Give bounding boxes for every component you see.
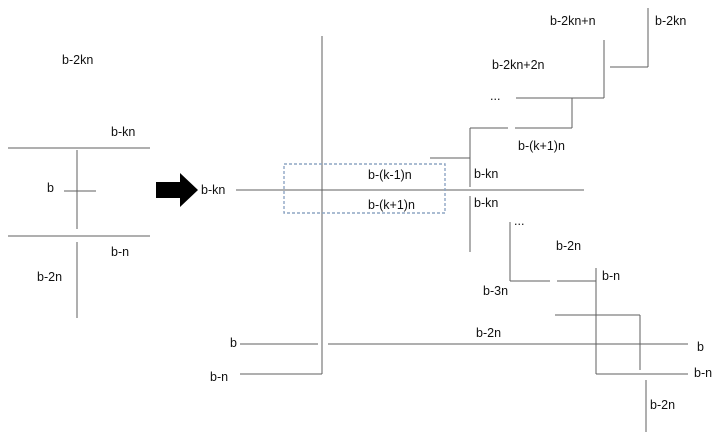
bottom-2n-right-label: b-2n [650, 398, 675, 412]
stair-n-mid-label: b-n [602, 269, 620, 283]
left-n-label: b-n [111, 245, 129, 259]
upper-staircase: b-2kn+n b-2kn b-2kn+2n ... b-(k+1)n b-kn [430, 8, 686, 187]
highlight-dashed-box [283, 163, 446, 214]
mid-kn-lower-label: b-kn [474, 196, 498, 210]
mid-kn-upper-label: b-kn [474, 167, 498, 181]
left-2n-label: b-2n [37, 270, 62, 284]
bottom-structure: b b-n b-2n b b-n b-2n [210, 326, 712, 432]
arrow-kn-label: b-kn [201, 183, 225, 197]
stair-2kn-2n-label: b-2kn+2n [492, 58, 545, 72]
left-b-label: b [47, 181, 54, 195]
stair-3n-label: b-3n [483, 284, 508, 298]
bottom-n-right-label: b-n [694, 366, 712, 380]
stair-dots-mid-label: ... [514, 214, 524, 228]
left-kn-label: b-kn [111, 125, 135, 139]
stair-2kn-label: b-2kn [655, 14, 686, 28]
stair-2n-mid-label: b-2n [556, 239, 581, 253]
bottom-2n-center-label: b-2n [476, 326, 501, 340]
right-arrow-icon [156, 173, 198, 207]
left-top-label: b-2kn [62, 53, 93, 67]
center-structure: b-kn b-(k-1)n b-(k+1)n [201, 36, 584, 374]
bottom-n-left-label: b-n [210, 370, 228, 384]
stair-2kn-n-label: b-2kn+n [550, 14, 596, 28]
left-structure: b-2kn b-kn b b-n b-2n [8, 53, 150, 318]
lower-staircase: b-kn ... b-2n b-n b-3n [469, 196, 641, 374]
stair-dots-top-label: ... [490, 89, 500, 103]
box-lower-label: b-(k+1)n [368, 198, 415, 212]
bottom-b-left-label: b [230, 336, 237, 350]
box-upper-label: b-(k-1)n [368, 168, 412, 182]
stair-k1n-label: b-(k+1)n [518, 139, 565, 153]
bottom-b-right-label: b [697, 340, 704, 354]
